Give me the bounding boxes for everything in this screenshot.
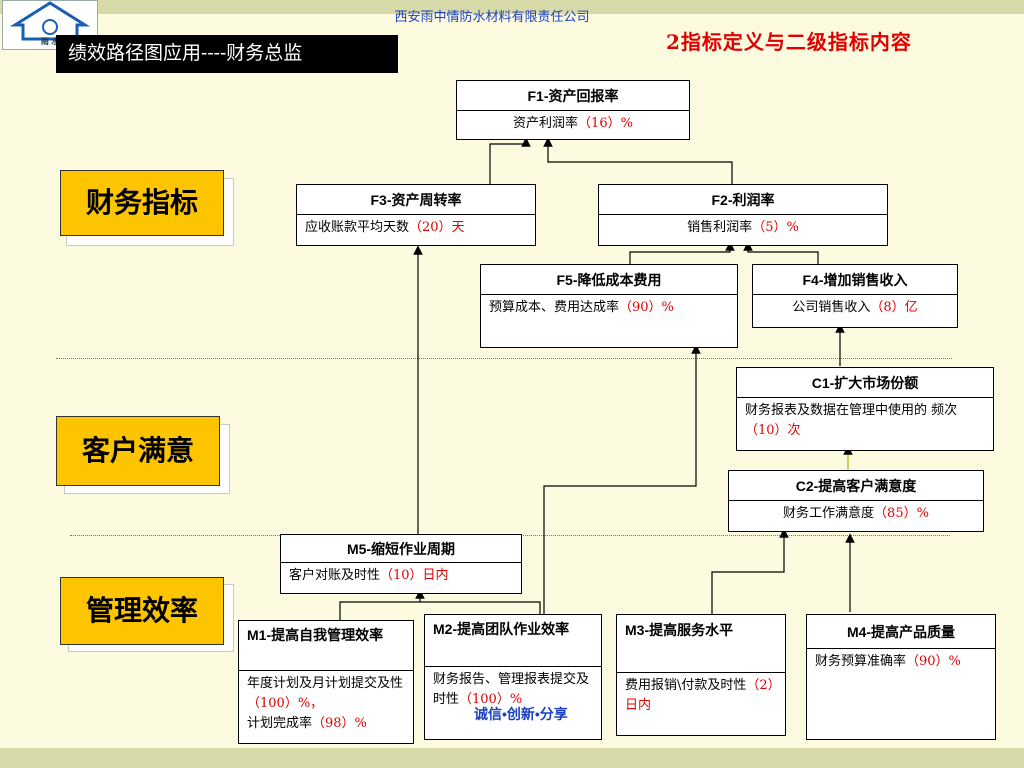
kpi-body: 应收账款平均天数（20）天 (297, 215, 535, 241)
subtitle: 绩效路径图应用----财务总监 (56, 35, 398, 73)
kpi-box-f1: F1-资产回报率 资产利润率（16）% (456, 80, 690, 140)
kpi-value: （2）日内 (625, 678, 775, 713)
kpi-metric: 应收账款平均天数 (305, 220, 410, 235)
kpi-box-f3: F3-资产周转率 应收账款平均天数（20）天 (296, 184, 536, 246)
kpi-metric: 资产利润率 (513, 116, 579, 131)
category-customer: 客户满意 (56, 416, 220, 486)
slogan: 诚信•创新•分享 (474, 706, 568, 722)
kpi-metric: 财务报告、管理报表提交及时性 (433, 672, 590, 707)
kpi-metric: 计划完成率 (247, 716, 313, 731)
kpi-metric: 财务工作满意度 (783, 506, 875, 521)
kpi-title: M4-提高产品质量 (807, 615, 995, 649)
kpi-body: 客户对账及时性（10）日内 (281, 563, 521, 589)
kpi-body: 年度计划及月计划提交及性 （100）%， 计划完成率（98）% (239, 671, 413, 737)
kpi-metric: 客户对账及时性 (289, 568, 381, 583)
kpi-box-f5: F5-降低成本费用 预算成本、费用达成率（90）% (480, 264, 738, 348)
kpi-title: F4-增加销售收入 (753, 265, 957, 295)
kpi-metric: 财务报表及数据在管理中使用的 频次 (745, 403, 958, 418)
kpi-value: （90）% (619, 300, 674, 315)
category-finance: 财务指标 (60, 170, 224, 236)
kpi-box-m5: M5-缩短作业周期 客户对账及时性（10）日内 (280, 534, 522, 594)
kpi-title: F5-降低成本费用 (481, 265, 737, 295)
logo-text: 雨 水 (40, 37, 60, 46)
kpi-body: 财务报表及数据在管理中使用的 频次 （10）次 (737, 398, 993, 444)
kpi-metric: 销售利润率 (687, 220, 753, 235)
separator-line (56, 358, 952, 359)
kpi-body: 预算成本、费用达成率（90）% (481, 295, 737, 321)
kpi-metric: 费用报销\付款及时性 (625, 678, 747, 693)
kpi-title: M2-提高团队作业效率 (425, 615, 601, 667)
kpi-title: M1-提高自我管理效率 (239, 621, 413, 671)
kpi-box-m1: M1-提高自我管理效率 年度计划及月计划提交及性 （100）%， 计划完成率（98）… (238, 620, 414, 744)
top-band (0, 0, 1024, 14)
kpi-title: F3-资产周转率 (297, 185, 535, 215)
kpi-value: （8）亿 (870, 300, 918, 315)
kpi-body: 费用报销\付款及时性（2）日内 (617, 673, 785, 719)
category-management: 管理效率 (60, 577, 224, 645)
kpi-box-m4: M4-提高产品质量 财务预算准确率（90）% (806, 614, 996, 740)
kpi-title: M3-提高服务水平 (617, 615, 785, 673)
kpi-value: （98）% (312, 716, 367, 731)
kpi-metric: 公司销售收入 (792, 300, 871, 315)
kpi-value: （90）% (906, 654, 961, 669)
kpi-box-f2: F2-利润率 销售利润率（5）% (598, 184, 888, 246)
kpi-box-c2: C2-提高客户满意度 财务工作满意度（85）% (728, 470, 984, 532)
kpi-body: 资产利润率（16）% (457, 111, 689, 137)
kpi-box-m2: M2-提高团队作业效率 财务报告、管理报表提交及时性（100）% (424, 614, 602, 740)
kpi-title: M5-缩短作业周期 (281, 535, 521, 563)
kpi-metric: 预算成本、费用达成率 (489, 300, 620, 315)
kpi-value: （10）次 (745, 423, 801, 438)
kpi-body: 公司销售收入（8）亿 (753, 295, 957, 321)
kpi-value: （100）% (459, 692, 523, 707)
kpi-value: （16）% (578, 116, 633, 131)
kpi-body: 销售利润率（5）% (599, 215, 887, 241)
kpi-title: F1-资产回报率 (457, 81, 689, 111)
kpi-body: 财务报告、管理报表提交及时性（100）% (425, 667, 601, 713)
bottom-band (0, 748, 1024, 768)
slide-title: 2指标定义与二级指标内容 (666, 30, 912, 54)
kpi-value: （20）天 (409, 220, 465, 235)
kpi-box-m3: M3-提高服务水平 费用报销\付款及时性（2）日内 (616, 614, 786, 736)
kpi-title: C2-提高客户满意度 (729, 471, 983, 501)
kpi-metric: 年度计划及月计划提交及性 (247, 676, 404, 691)
kpi-body: 财务预算准确率（90）% (807, 649, 995, 675)
kpi-title: F2-利润率 (599, 185, 887, 215)
company-name: 西安雨中情防水材料有限责任公司 (394, 9, 590, 24)
kpi-box-c1: C1-扩大市场份额 财务报表及数据在管理中使用的 频次 （10）次 (736, 367, 994, 451)
kpi-body: 财务工作满意度（85）% (729, 501, 983, 527)
house-icon (9, 1, 91, 41)
kpi-value: （100）%， (247, 696, 324, 711)
kpi-value: （10）日内 (380, 568, 449, 583)
kpi-metric: 财务预算准确率 (815, 654, 907, 669)
kpi-box-f4: F4-增加销售收入 公司销售收入（8）亿 (752, 264, 958, 328)
kpi-value: （85）% (874, 506, 929, 521)
kpi-value: （5）% (752, 220, 799, 235)
kpi-title: C1-扩大市场份额 (737, 368, 993, 398)
